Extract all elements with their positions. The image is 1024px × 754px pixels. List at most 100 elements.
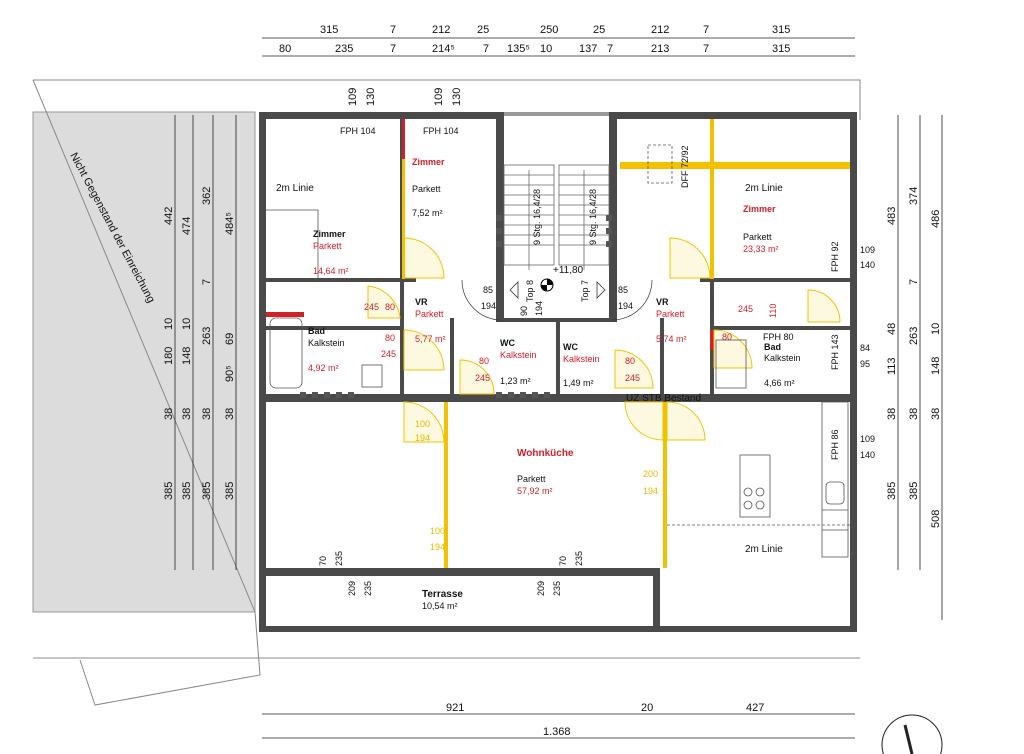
svg-text:245: 245 xyxy=(364,302,379,312)
room-labels: Zimmer Parkett 14,64 m² Zimmer Parkett 7… xyxy=(308,157,801,611)
svg-text:209: 209 xyxy=(536,581,546,596)
svg-text:1,49 m²: 1,49 m² xyxy=(563,378,594,388)
svg-text:109: 109 xyxy=(860,434,875,444)
dim-lines xyxy=(174,37,943,739)
svg-text:Top 7: Top 7 xyxy=(580,280,590,302)
svg-text:90: 90 xyxy=(519,306,529,316)
window-fph80: FPH 80 xyxy=(763,332,794,342)
svg-text:38: 38 xyxy=(201,408,213,420)
red-marks xyxy=(266,119,714,350)
svg-text:Bad: Bad xyxy=(308,326,325,336)
svg-text:Parkett: Parkett xyxy=(743,232,772,242)
level-label: +11,80 xyxy=(553,265,584,276)
dim-text: 7 xyxy=(703,43,709,55)
svg-text:38: 38 xyxy=(930,408,942,420)
svg-text:Parkett: Parkett xyxy=(415,309,444,319)
svg-text:Top 8: Top 8 xyxy=(525,280,535,302)
diagonal-line xyxy=(32,79,256,613)
svg-text:194: 194 xyxy=(618,301,633,311)
svg-text:10: 10 xyxy=(930,323,942,335)
svg-text:148: 148 xyxy=(930,357,942,375)
dim-text: 20 xyxy=(641,702,653,714)
svg-text:385: 385 xyxy=(181,482,193,500)
window-labels: FPH 104 FPH 104 FPH 92 109 140 FPH 80 FP… xyxy=(340,126,875,460)
window-fph92: FPH 92 xyxy=(830,241,840,272)
svg-text:235: 235 xyxy=(334,551,344,566)
svg-text:9 Stg. 16,4/28: 9 Stg. 16,4/28 xyxy=(532,189,542,245)
dim-text: 214⁵ xyxy=(432,43,455,55)
svg-text:90⁵: 90⁵ xyxy=(224,365,236,382)
svg-text:7,52 m²: 7,52 m² xyxy=(412,208,443,218)
svg-text:14,64 m²: 14,64 m² xyxy=(313,266,349,276)
dim-text: 315 xyxy=(772,24,790,36)
dim-text: 10 xyxy=(540,43,552,55)
svg-text:194: 194 xyxy=(430,542,445,552)
svg-text:374: 374 xyxy=(908,187,920,205)
dim-text: 235 xyxy=(335,43,353,55)
svg-text:Kalkstein: Kalkstein xyxy=(500,350,537,360)
left-dim-texts: 442 10 180 38 385 474 10 148 38 385 362 … xyxy=(163,187,236,500)
svg-text:Zimmer: Zimmer xyxy=(313,229,346,239)
svg-text:38: 38 xyxy=(908,408,920,420)
dim-text: 315 xyxy=(320,24,338,36)
svg-text:Parkett: Parkett xyxy=(517,474,546,484)
door-swings xyxy=(367,237,841,443)
dim-text: 7 xyxy=(390,24,396,36)
dim-text: 7 xyxy=(607,43,613,55)
level-marker xyxy=(509,278,606,299)
svg-text:484⁵: 484⁵ xyxy=(224,212,236,235)
svg-text:180: 180 xyxy=(163,347,175,365)
svg-text:VR: VR xyxy=(415,297,428,307)
svg-text:362: 362 xyxy=(201,187,213,205)
svg-text:Zimmer: Zimmer xyxy=(743,204,776,214)
svg-text:80: 80 xyxy=(385,333,395,343)
svg-text:385: 385 xyxy=(163,482,175,500)
right-dim-texts: 483 48 113 38 385 374 7 263 38 385 486 1… xyxy=(886,187,942,528)
svg-text:194: 194 xyxy=(481,301,496,311)
svg-text:Kalkstein: Kalkstein xyxy=(764,353,801,363)
svg-text:38: 38 xyxy=(886,408,898,420)
svg-text:70: 70 xyxy=(558,556,568,566)
svg-text:Kalkstein: Kalkstein xyxy=(308,338,345,348)
svg-text:80: 80 xyxy=(385,302,395,312)
uz-label: UZ STB Bestand xyxy=(626,393,701,404)
svg-text:9 Stg. 16,4/28: 9 Stg. 16,4/28 xyxy=(588,189,598,245)
svg-text:57,92 m²: 57,92 m² xyxy=(517,486,553,496)
svg-text:4,66 m²: 4,66 m² xyxy=(764,378,795,388)
svg-text:486: 486 xyxy=(930,210,942,228)
dim-text: 80 xyxy=(279,43,291,55)
svg-text:80: 80 xyxy=(722,332,732,342)
svg-text:245: 245 xyxy=(738,304,753,314)
svg-text:Zimmer: Zimmer xyxy=(412,157,445,167)
dim-text: 109 xyxy=(347,88,359,106)
yellow-marks xyxy=(402,119,850,568)
dots-rows xyxy=(300,215,612,398)
svg-text:DFF 72/92: DFF 72/92 xyxy=(680,145,690,188)
svg-text:10: 10 xyxy=(181,318,193,330)
dim-text: 212 xyxy=(651,24,669,36)
svg-text:110: 110 xyxy=(768,304,778,318)
svg-text:Wohnküche: Wohnküche xyxy=(517,448,574,459)
svg-text:385: 385 xyxy=(886,482,898,500)
window-fph86: FPH 86 xyxy=(830,429,840,460)
svg-text:235: 235 xyxy=(552,581,562,596)
dim-text: 921 xyxy=(446,702,464,714)
dim-text: 137 xyxy=(579,43,597,55)
dim-text: 1.368 xyxy=(543,726,571,738)
excluded-area xyxy=(32,111,256,613)
svg-text:95: 95 xyxy=(860,359,870,369)
dim-text: 250 xyxy=(540,24,558,36)
svg-text:209: 209 xyxy=(347,581,357,596)
dim-text: 135⁵ xyxy=(507,43,530,55)
svg-text:109: 109 xyxy=(860,245,875,255)
window-fph104b: FPH 104 xyxy=(423,126,459,136)
dim-text: 130 xyxy=(451,88,463,106)
svg-text:100: 100 xyxy=(430,526,445,536)
dim-text: 25 xyxy=(593,24,605,36)
svg-text:WC: WC xyxy=(500,338,515,348)
svg-text:148: 148 xyxy=(181,347,193,365)
dim-text: 25 xyxy=(477,24,489,36)
landing-arcs xyxy=(461,279,653,321)
window-fph143: FPH 143 xyxy=(830,334,840,370)
